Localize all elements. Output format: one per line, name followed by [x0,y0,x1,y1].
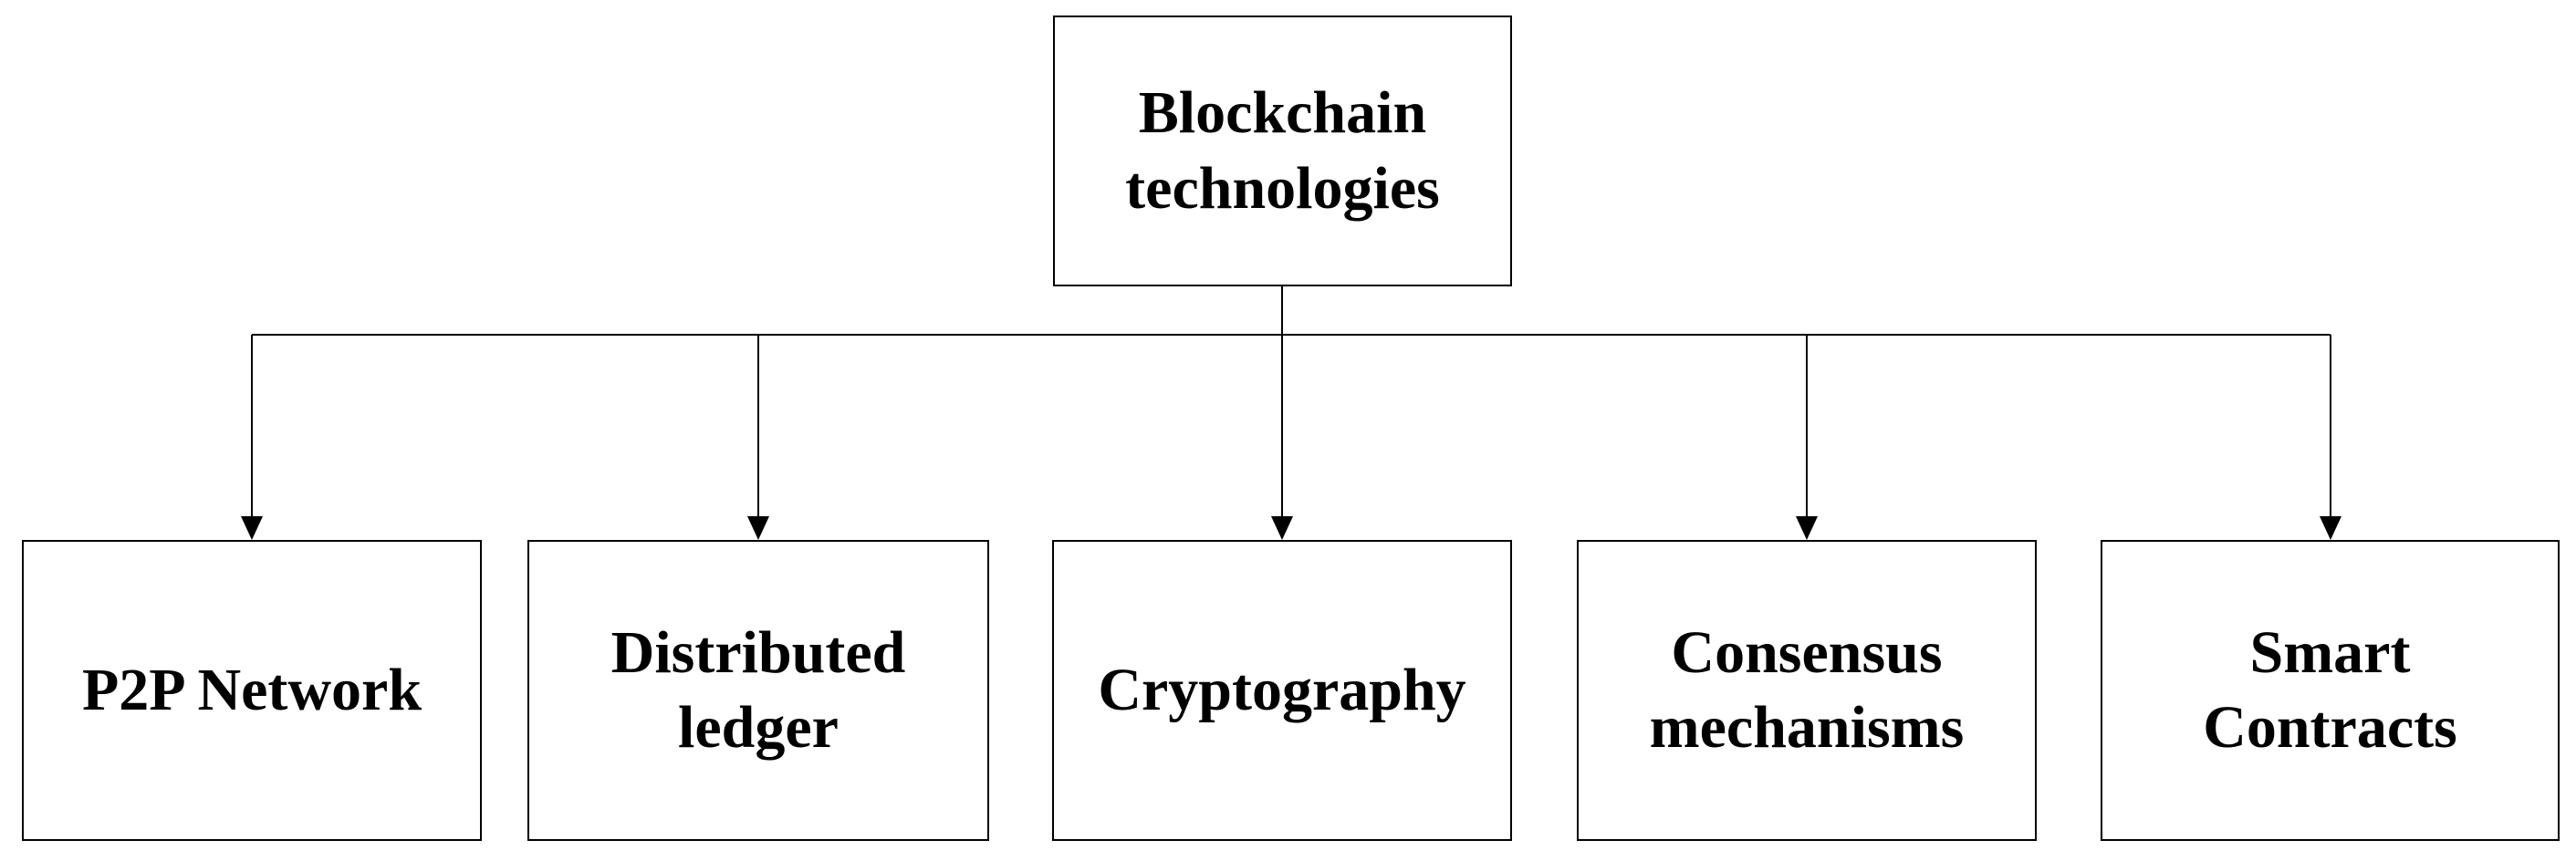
arrowhead-consensus-mechanisms [1796,516,1818,540]
child-node-cryptography: Cryptography [1052,540,1512,841]
arrowhead-p2p-network [241,516,263,540]
child-node-distributed-ledger: Distributed ledger [527,540,989,841]
root-node-blockchain-technologies: Blockchain technologies [1053,16,1512,286]
root-node-label: Blockchain technologies [1125,79,1440,222]
arrowhead-cryptography [1271,516,1293,540]
child-node-label: Distributed ledger [610,618,906,762]
child-node-label: Smart Contracts [2203,618,2457,762]
arrowhead-distributed-ledger [747,516,769,540]
child-node-consensus-mechanisms: Consensus mechanisms [1577,540,2037,841]
child-node-smart-contracts: Smart Contracts [2101,540,2560,841]
child-node-p2p-network: P2P Network [22,540,482,841]
child-node-label: Cryptography [1098,656,1466,723]
arrowhead-smart-contracts [2320,516,2341,540]
child-node-label: P2P Network [81,656,422,723]
child-node-label: Consensus mechanisms [1649,618,1965,762]
